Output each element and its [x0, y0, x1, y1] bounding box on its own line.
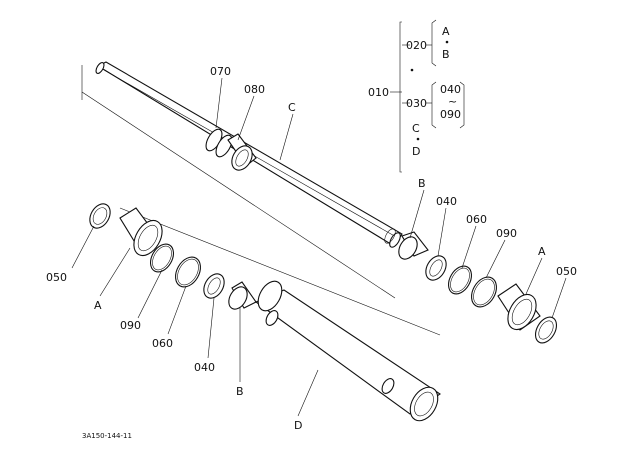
tree-leaf-c: C [412, 122, 420, 135]
tree-040: 040 [440, 83, 461, 96]
tree-090: 090 [440, 108, 461, 121]
callout-050-left: 050 [46, 271, 67, 284]
callout-a-left: A [94, 299, 102, 312]
cylinder-tube [254, 280, 441, 422]
callout-a-right: A [538, 245, 546, 258]
tree-leaf-b: B [442, 48, 450, 61]
left-parts-set [89, 203, 257, 310]
right-parts-set [398, 231, 558, 344]
callout-080: 080 [244, 83, 265, 96]
figure-code: 3A150-144-11 [82, 432, 132, 440]
tree-020: 020 [406, 39, 427, 52]
part-tree [390, 19, 465, 173]
leader-lines [71, 77, 567, 417]
callout-b-left: B [236, 385, 244, 398]
callout-050-right: 050 [556, 265, 577, 278]
assembly-frame [81, 65, 441, 336]
callout-b-right: B [418, 177, 426, 190]
rod-packing-070-080 [205, 128, 257, 171]
callout-070: 070 [210, 65, 231, 78]
callout-060-left: 060 [152, 337, 173, 350]
callout-c: C [288, 101, 296, 114]
tree-010: 010 [368, 86, 389, 99]
tree-leaf-a: A [442, 25, 450, 38]
tree-030: 030 [406, 97, 427, 110]
callout-040-left: 040 [194, 361, 215, 374]
callout-040-right: 040 [436, 195, 457, 208]
tree-leaf-d: D [412, 145, 420, 158]
callout-090-left: 090 [120, 319, 141, 332]
callout-d: D [294, 419, 302, 432]
tree-tilde: ~ [448, 95, 457, 108]
callout-090-right: 090 [496, 227, 517, 240]
callout-060-right: 060 [466, 213, 487, 226]
